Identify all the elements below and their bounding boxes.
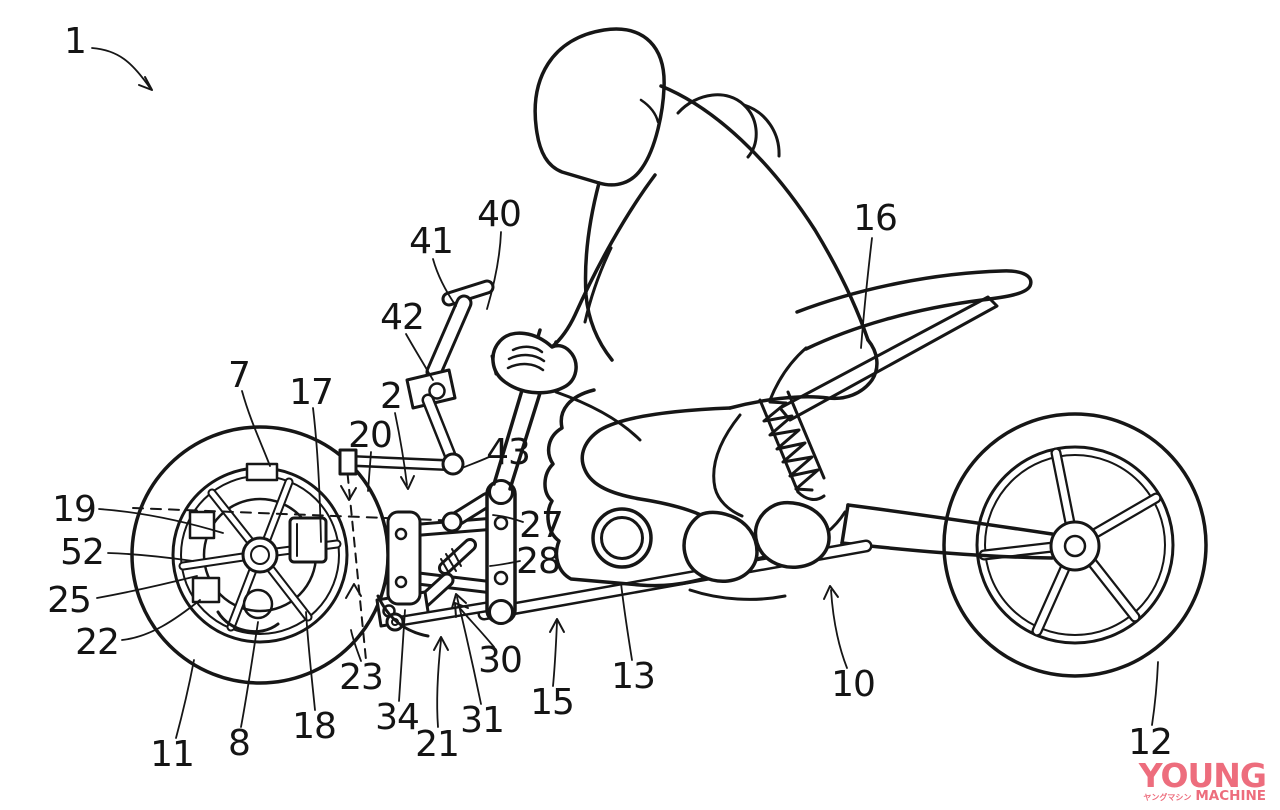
rider [491, 27, 879, 601]
ref-label-28: 28 [516, 541, 561, 582]
leader-lines [91, 47, 1159, 739]
ref-label-10: 10 [831, 664, 876, 705]
ref-label-7: 7 [228, 355, 251, 396]
steering-axis-dashed-lines [132, 457, 488, 661]
ref-label-30: 30 [478, 640, 523, 681]
ref-label-20: 20 [348, 415, 393, 456]
front-suspension-linkage [375, 479, 517, 638]
logo-young-text: YOUNG [1138, 755, 1267, 795]
tail-seat-unit [758, 269, 1033, 501]
front-wheel [130, 425, 390, 685]
ref-label-18: 18 [292, 706, 337, 747]
rear-wheel [942, 412, 1208, 678]
gloves [491, 331, 578, 395]
ref-label-23: 23 [339, 657, 384, 698]
swingarm [840, 503, 1101, 572]
ref-label-21: 21 [415, 724, 460, 765]
ref-label-17: 17 [289, 372, 334, 413]
boot-near [753, 500, 831, 569]
ref-label-43: 43 [486, 432, 531, 473]
ref-label-2: 2 [380, 376, 403, 417]
logo-machine-text: MACHINE [1195, 788, 1266, 805]
ref-label-41: 41 [409, 221, 454, 262]
ref-label-52: 52 [60, 532, 105, 573]
rear-spring [762, 400, 820, 492]
ref-label-31: 31 [460, 700, 505, 741]
ref-label-19: 19 [52, 489, 97, 530]
engine-body [543, 388, 847, 588]
ref-label-16: 16 [853, 198, 898, 239]
ref-label-1: 1 [64, 21, 87, 62]
logo-katakana-text: ヤングマシン [1143, 793, 1192, 803]
ref-label-42: 42 [380, 297, 425, 338]
ref-label-11: 11 [150, 734, 195, 775]
ref-label-27: 27 [519, 505, 564, 546]
ref-label-40: 40 [477, 194, 522, 235]
ref-label-25: 25 [47, 580, 92, 621]
ref-label-15: 15 [530, 682, 575, 723]
ref-label-13: 13 [611, 656, 656, 697]
ref-label-8: 8 [228, 723, 251, 764]
ref-label-34: 34 [375, 697, 420, 738]
ref-label-12: 12 [1128, 722, 1173, 763]
helmet [533, 27, 666, 187]
ref-label-22: 22 [75, 622, 120, 663]
boot-far [682, 510, 759, 583]
